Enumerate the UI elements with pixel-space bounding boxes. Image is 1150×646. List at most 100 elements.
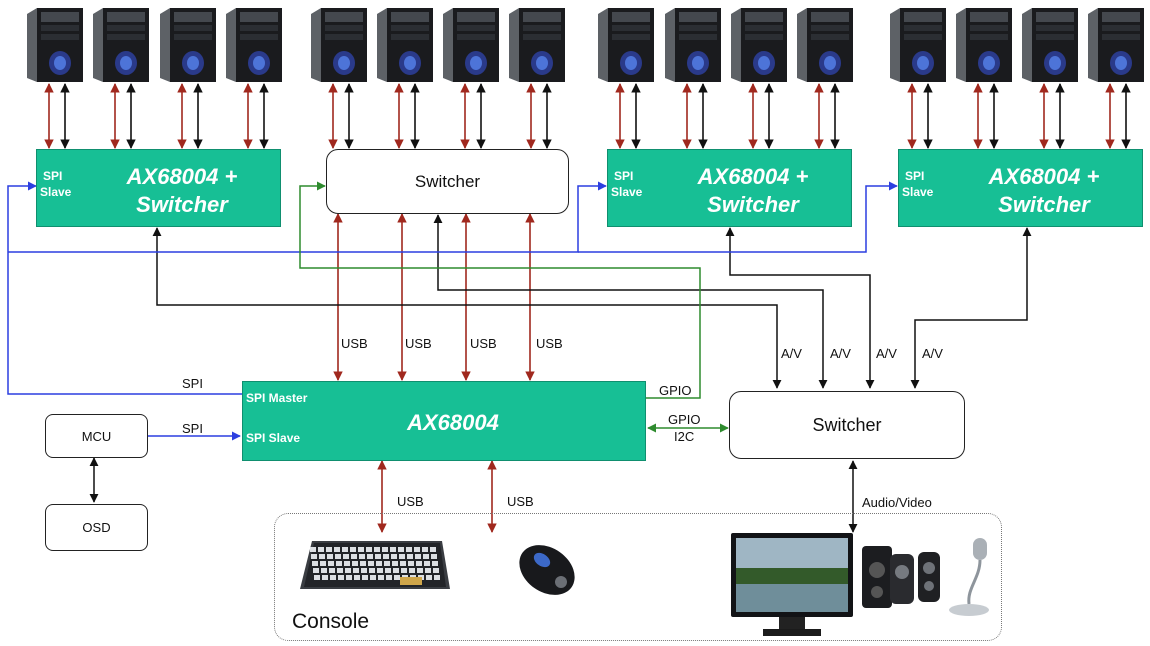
pc-tower-icon [797,8,853,82]
spi-top-label: SPI [182,376,203,391]
pc-link-arrows [44,83,1131,149]
pc-tower-icon [665,8,721,82]
keyboard-key [361,568,367,573]
pc-tower-icon [509,8,565,82]
av-switcher: Switcher [729,391,965,459]
i2c-label: I2C [674,429,695,444]
keyboard-key [386,575,392,580]
keyboard-key [433,568,439,573]
spi-label: SPI [43,169,63,183]
keyboard-key [353,568,359,573]
keyboard-key [422,547,428,552]
keyboard-key [375,554,381,559]
usb-label-4: USB [536,336,563,351]
monitor-icon [731,533,853,636]
block-title-line2: Switcher [998,192,1090,217]
slave-label: Slave [40,185,72,199]
av-label-4: A/V [922,346,943,361]
keyboard-key [326,547,332,552]
keyboard-key [374,547,380,552]
keyboard-key [318,547,324,552]
keyboard-key [311,554,317,559]
spi-label: SPI [905,169,925,183]
keyboard-key [398,547,404,552]
av-label-2: A/V [830,346,851,361]
av-label-3: A/V [876,346,897,361]
av-link-4 [910,227,1032,389]
pc-tower-icon [226,8,282,82]
spi-bus [7,252,242,395]
keyboard-key [369,568,375,573]
top-switcher-label: Switcher [414,171,481,191]
audio-video-label: Audio/Video [862,495,932,510]
keyboard-key [415,554,421,559]
keyboard-key [328,561,334,566]
keyboard-key [327,554,333,559]
pc-tower-icon [311,8,367,82]
keyboard-key [358,547,364,552]
pc-tower-icon [160,8,216,82]
keyboard-key [399,554,405,559]
block-title-line2: Switcher [136,192,228,217]
microphone-icon [949,538,989,616]
keyboard-key [430,547,436,552]
usb-keyboard-label: USB [397,494,424,509]
keyboard-key [400,561,406,566]
keyboard-key [378,575,384,580]
keyboard-key [344,561,350,566]
keyboard-key [342,547,348,552]
keyboard-key [434,575,440,580]
pc-tower-icon [1022,8,1078,82]
spi-master-label: SPI Master [246,391,308,405]
mouse-icon [519,545,575,595]
slave-label: Slave [611,185,643,199]
pc-tower-icon [93,8,149,82]
block-title-line1: AX68004 + [988,164,1100,189]
keyboard-key [321,568,327,573]
keyboard-key [425,568,431,573]
slave-block-2: SPI Slave AX68004 + Switcher [607,149,852,227]
keyboard-key [394,575,400,580]
keyboard-key [359,554,365,559]
gpio-top-label: GPIO [659,383,692,398]
keyboard-key [319,554,325,559]
keyboard-key [390,547,396,552]
spi-mcu-label: SPI [182,421,203,436]
pc-tower-icon [956,8,1012,82]
osd-box: OSD [45,504,148,551]
keyboard-key [360,561,366,566]
keyboard-key [382,547,388,552]
pc-tower-icon [377,8,433,82]
spi-label: SPI [614,169,634,183]
osd-label: OSD [82,520,111,535]
console-group [274,513,1002,641]
keyboard-key [367,554,373,559]
main-chip-title: AX68004 [407,410,499,435]
keyboard-key [426,575,432,580]
usb-mouse-label: USB [507,494,534,509]
main-chip: SPI Master SPI Slave AX68004 [242,381,646,461]
spi-to-block-1 [7,181,37,252]
mcu-box: MCU [45,414,148,458]
keyboard-key [417,568,423,573]
keyboard-key [376,561,382,566]
keyboard-key [392,561,398,566]
keyboard-key [368,561,374,566]
keyboard-key [351,554,357,559]
av-label-1: A/V [781,346,802,361]
keyboard-key [329,568,335,573]
keyboard-key [370,575,376,580]
av-link-2 [433,214,828,389]
keyboard-key [320,561,326,566]
keyboard-key [330,575,336,580]
speakers-icon [862,546,940,608]
spi-to-block-3 [578,181,898,253]
block-title-line1: AX68004 + [126,164,238,189]
keyboard-key [385,568,391,573]
keyboard-key [346,575,352,580]
keyboard-key [423,554,429,559]
keyboard-key [384,561,390,566]
keyboard-key [322,575,328,580]
